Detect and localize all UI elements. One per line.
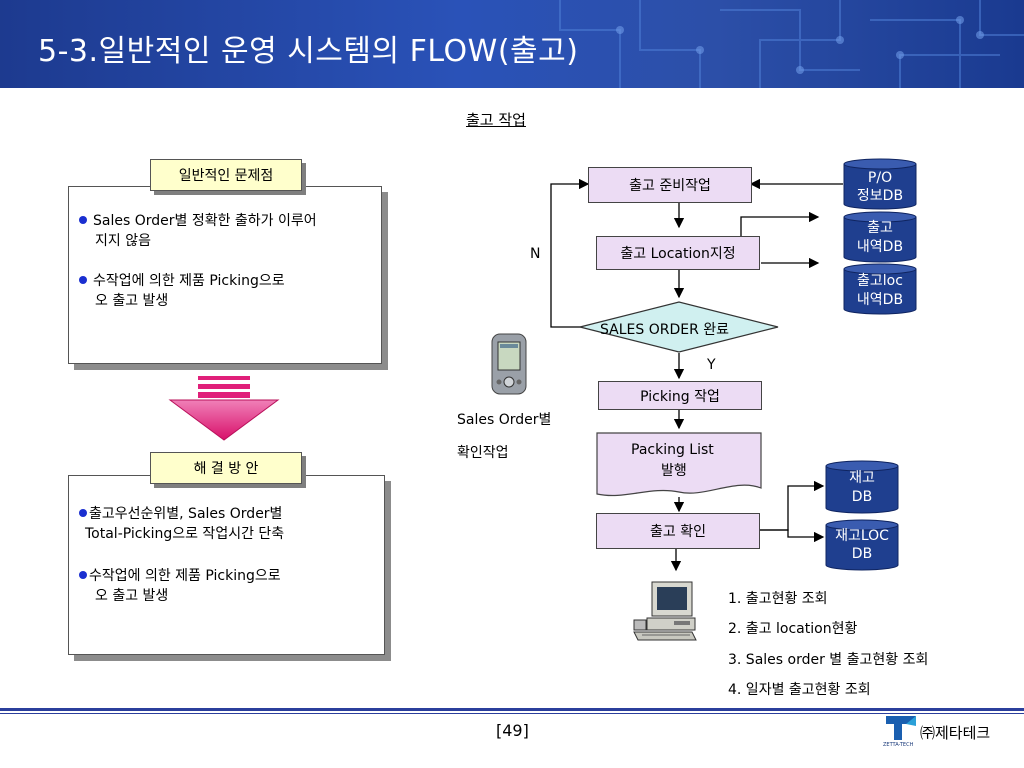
down-arrow-icon <box>168 376 280 441</box>
computer-icon <box>633 581 697 641</box>
decision-diamond-shape <box>579 301 779 353</box>
inventory-db-line1: 재고 <box>849 470 875 486</box>
bullet-icon <box>79 276 87 284</box>
packing-label-line1: Packing List <box>631 442 714 458</box>
po-db-line2: 정보DB <box>856 188 904 204</box>
page-title: 5-3.일반적인 운영 시스템의 FLOW(출고) <box>38 34 579 69</box>
inventory-loc-db-line1: 재고LOC <box>835 528 889 544</box>
pda-caption-line1: Sales Order별 <box>457 412 552 428</box>
solution-panel: 출고우선순위별, Sales Order별 Total-Picking으로 작업… <box>68 475 385 655</box>
circuit-background <box>559 0 1024 88</box>
section-title: 출고 작업 <box>466 111 526 129</box>
company-logo-icon: ZETTA-TECH <box>883 716 916 748</box>
logo-wordmark: ZETTA-TECH <box>883 742 914 748</box>
problem-item-2-cont: 오 출고 발생 <box>95 293 169 309</box>
shipment-loc-db: 출고loc 내역DB <box>843 263 917 315</box>
report-item: 2. 출고 location현황 <box>728 621 858 637</box>
inventory-db-line2: DB <box>851 489 873 505</box>
flow-step-location: 출고 Location지정 <box>596 236 760 270</box>
solution-item-2: 수작업에 의한 제품 Picking으로 <box>79 565 281 587</box>
database-icon <box>825 460 899 514</box>
problem-tab: 일반적인 문제점 <box>150 159 302 191</box>
database-icon <box>843 211 917 263</box>
decision-label: SALES ORDER 완료 <box>600 322 730 338</box>
database-icon <box>843 263 917 315</box>
solution-item-1: 출고우선순위별, Sales Order별 <box>79 503 282 525</box>
shipment-db-line2: 내역DB <box>856 239 904 255</box>
header-banner: 5-3.일반적인 운영 시스템의 FLOW(출고) <box>0 0 1024 88</box>
po-info-db: P/O 정보DB <box>843 158 917 210</box>
bullet-icon <box>79 216 87 224</box>
database-icon <box>825 519 899 571</box>
bullet-icon <box>79 509 87 517</box>
inventory-loc-db: 재고LOC DB <box>825 519 899 571</box>
problem-panel: Sales Order별 정확한 출하가 이루어 지지 않음 수작업에 의한 제… <box>68 186 382 364</box>
page-number: [49] <box>496 721 529 740</box>
pda-icon <box>491 333 527 395</box>
company-name: ㈜제타테크 <box>920 724 991 742</box>
packing-label-line2: 발행 <box>661 463 687 479</box>
packing-document-shape <box>596 432 762 497</box>
bullet-icon <box>79 571 87 579</box>
pda-caption-line2: 확인작업 <box>457 445 509 461</box>
database-icon <box>843 158 917 210</box>
flow-step-confirm: 출고 확인 <box>596 513 760 549</box>
inventory-loc-db-line2: DB <box>851 546 873 562</box>
shipment-loc-db-line2: 내역DB <box>856 292 904 308</box>
problem-item-1: Sales Order별 정확한 출하가 이루어 <box>79 210 317 232</box>
footer-rule <box>0 708 1024 711</box>
solution-item-1-cont: Total-Picking으로 작업시간 단축 <box>85 526 285 542</box>
shipment-db-line1: 출고 <box>867 220 893 236</box>
problem-item-2: 수작업에 의한 제품 Picking으로 <box>79 270 285 292</box>
label-n: N <box>530 246 541 262</box>
footer-rule-thin <box>0 713 1024 714</box>
report-item: 4. 일자별 출고현황 조회 <box>728 682 871 698</box>
shipment-history-db: 출고 내역DB <box>843 211 917 263</box>
shipment-loc-db-line1: 출고loc <box>857 273 903 289</box>
flow-step-picking: Picking 작업 <box>598 381 762 410</box>
problem-item-1-cont: 지지 않음 <box>95 233 151 249</box>
po-db-line1: P/O <box>867 170 893 186</box>
solution-tab: 해 결 방 안 <box>150 452 302 484</box>
report-item: 1. 출고현황 조회 <box>728 591 828 607</box>
label-y: Y <box>707 357 716 373</box>
report-item: 3. Sales order 별 출고현황 조회 <box>728 652 929 668</box>
flow-step-prepare: 출고 준비작업 <box>588 167 752 203</box>
solution-item-2-cont: 오 출고 발생 <box>95 588 169 604</box>
inventory-db: 재고 DB <box>825 460 899 514</box>
